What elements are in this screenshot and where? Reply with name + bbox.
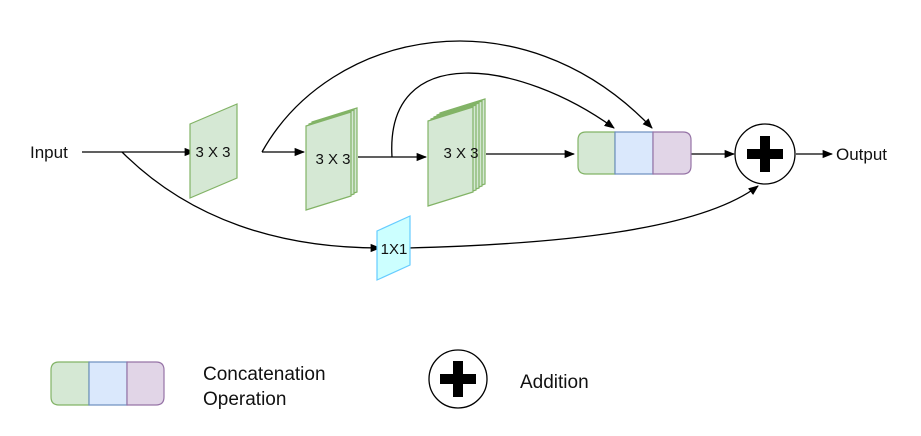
legend-concat-swatch (50, 361, 165, 406)
edge-conv2-skip-to-concat (391, 72, 615, 158)
conv2-block: 3 X 3 (305, 107, 358, 211)
edge-1x1-to-addition (407, 185, 759, 249)
concat-block (577, 131, 692, 175)
legend-addition-symbol (428, 349, 488, 409)
output-label: Output (836, 145, 887, 164)
conv1x1-label: 1X1 (381, 241, 408, 258)
legend-addition-label: Addition (520, 372, 589, 393)
conv3-block: 3 X 3 (427, 98, 486, 207)
legend-concat-label-line1: Concatenation (203, 364, 326, 385)
addition-node (734, 123, 796, 185)
edge-conv1-skip-to-concat (261, 40, 653, 153)
conv2-label: 3 X 3 (315, 151, 350, 168)
conv1-label: 3 X 3 (195, 144, 230, 161)
conv3-label: 3 X 3 (443, 145, 478, 162)
legend-concat-label-line2: Operation (203, 389, 286, 410)
conv1x1-block: 1X1 (376, 215, 411, 281)
input-label: Input (30, 143, 68, 162)
edges (82, 40, 834, 253)
conv1-block: 3 X 3 (189, 103, 238, 199)
edge-input-to-1x1 (121, 151, 382, 253)
